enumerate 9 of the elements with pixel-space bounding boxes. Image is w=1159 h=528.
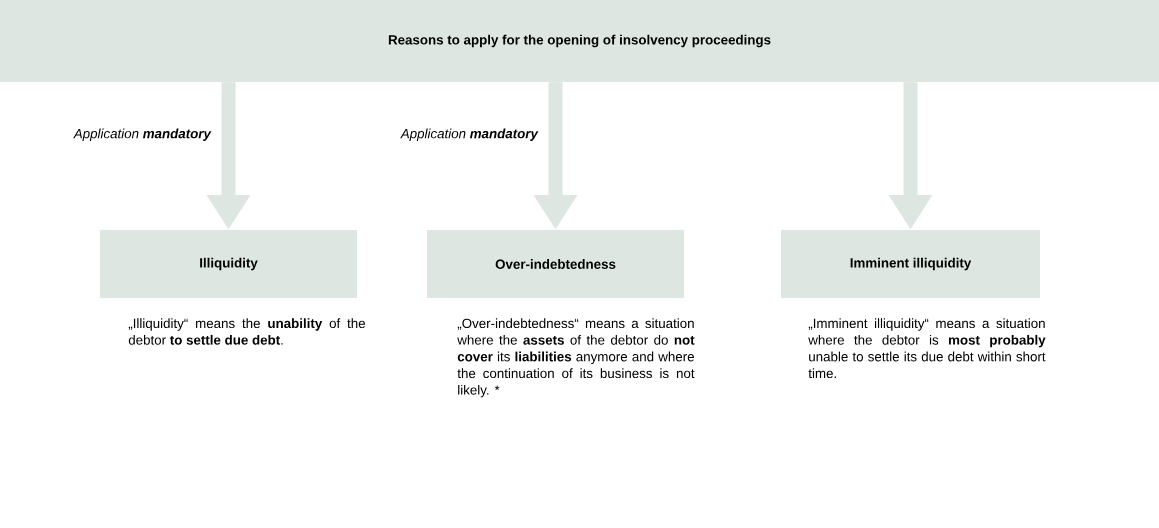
description-text: „Imminent illiquidity“ means a situation where the debtor is most probably unable to settle its due debt within short time. <box>808 318 1046 379</box>
edge-label: Application mandatory <box>400 128 539 141</box>
edge-label: Application mandatory <box>73 128 212 141</box>
category-box: Over-indebtedness <box>427 230 684 298</box>
title-band: Reasons to apply for the opening of insolvency proceedings <box>0 0 1159 82</box>
category-box: Imminent illiquidity <box>781 230 1040 298</box>
category-box: Illiquidity <box>100 230 357 298</box>
description-text: „Over-indebtedness“ means a situation where the assets of the debtor do not cover its liabilities anymore and where the continuation of its business is not likely. * <box>457 318 695 398</box>
description-text: „Illiquidity“ means the unability of the debtor to settle due debt. <box>128 318 365 345</box>
